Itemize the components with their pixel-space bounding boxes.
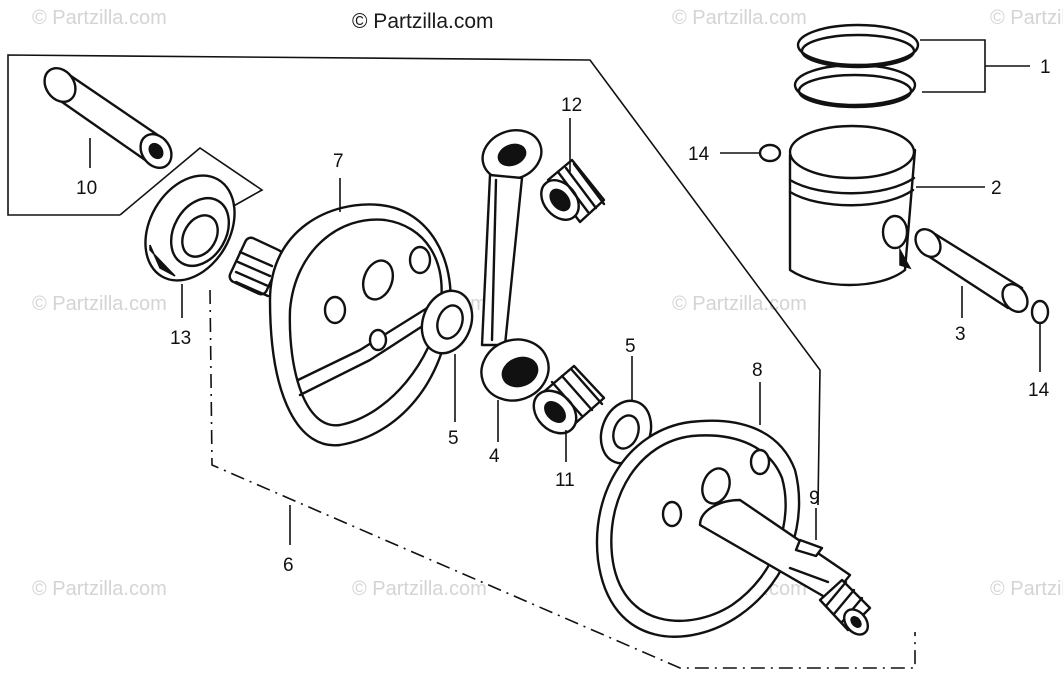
watermark: © Partzilla.com bbox=[672, 7, 807, 29]
piston-rings bbox=[793, 23, 920, 109]
callout-3: 3 bbox=[955, 324, 966, 345]
watermark: © Partzilla.com bbox=[32, 293, 167, 315]
connecting-rod bbox=[480, 129, 550, 402]
watermark: © Partzilla.com bbox=[32, 578, 167, 600]
leader-lines bbox=[89, 39, 1041, 545]
piston bbox=[788, 124, 917, 287]
piston-pin bbox=[914, 227, 1029, 314]
callout-1: 1 bbox=[1040, 57, 1051, 78]
callout-11: 11 bbox=[555, 470, 575, 491]
callout-9: 9 bbox=[809, 488, 820, 509]
callout-labels: 1 2 3 4 5 5 6 7 8 9 10 11 12 13 14 14 bbox=[76, 57, 1051, 576]
big-end-needle-bearing bbox=[532, 364, 606, 435]
callout-10: 10 bbox=[76, 178, 97, 199]
copyright-text: © Partzilla.com bbox=[352, 10, 494, 33]
oil-seal bbox=[144, 174, 236, 282]
watermark: © Partzilla.com bbox=[352, 578, 487, 600]
callout-7: 7 bbox=[333, 151, 344, 172]
watermark: © Partzilla.com bbox=[990, 578, 1063, 600]
callout-14-top: 14 bbox=[688, 144, 710, 165]
woodruff-key bbox=[794, 538, 824, 558]
callout-13: 13 bbox=[170, 328, 191, 349]
watermark: © Partzilla.com bbox=[32, 7, 167, 29]
callout-2: 2 bbox=[991, 178, 1002, 199]
callout-4: 4 bbox=[489, 446, 500, 467]
callout-5-right: 5 bbox=[625, 336, 636, 357]
thrust-washer bbox=[420, 289, 474, 355]
watermark: © Partzilla.com bbox=[990, 7, 1063, 29]
assembly-outline bbox=[7, 54, 916, 669]
small-end-needle-bearing bbox=[540, 158, 606, 224]
callout-12: 12 bbox=[561, 95, 582, 116]
crankshaft-right-half bbox=[228, 203, 452, 447]
callout-8: 8 bbox=[752, 360, 763, 381]
callout-6: 6 bbox=[283, 555, 294, 576]
callout-5-left: 5 bbox=[448, 428, 459, 449]
crank-pin bbox=[43, 67, 173, 169]
callout-14-right: 14 bbox=[1028, 380, 1050, 401]
watermark: © Partzilla.com bbox=[672, 293, 807, 315]
crankshaft-left-half bbox=[595, 419, 872, 638]
